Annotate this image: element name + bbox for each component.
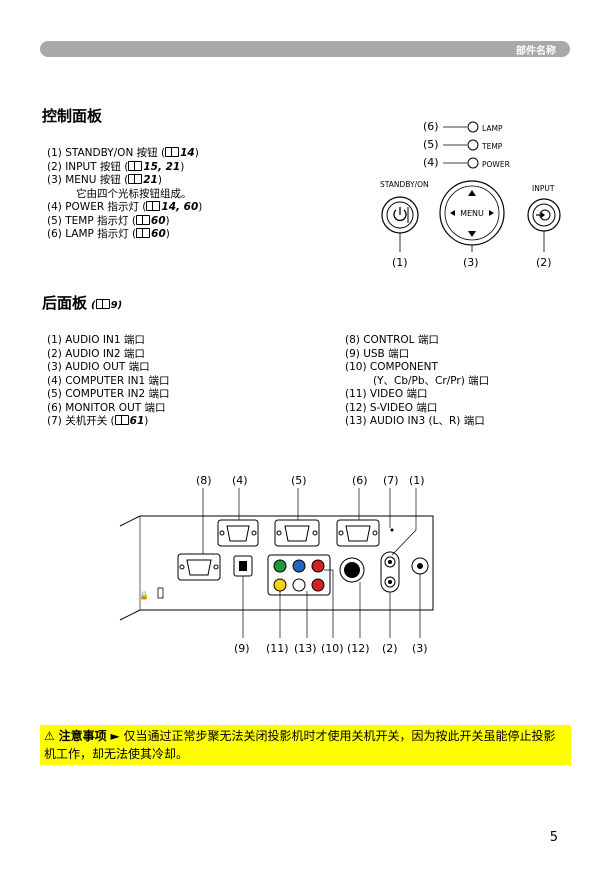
label-4: (4): [232, 474, 248, 487]
lamp-label: LAMP: [482, 124, 503, 133]
book-icon: [114, 415, 129, 425]
list-item: (1) STANDBY/ON 按钮 (14): [47, 147, 199, 159]
list-item: (7) 关机开关 (61): [47, 415, 149, 427]
menu-label: MENU: [460, 209, 484, 218]
section-name: 部件名称: [516, 46, 556, 57]
label-4: (4): [423, 156, 439, 169]
label-8: (8): [196, 474, 212, 487]
label-13: (13): [294, 642, 317, 655]
list-item: (4) POWER 指示灯 (14, 60): [47, 201, 203, 213]
page-number: 5: [549, 830, 558, 845]
list-item: (8) CONTROL 端口: [345, 334, 439, 346]
input-caption: INPUT: [532, 184, 555, 193]
label-3: (3): [412, 642, 428, 655]
list-item: (6) LAMP 指示灯 (60): [47, 228, 170, 240]
standby-caption: STANDBY/ON: [380, 180, 429, 189]
label-12: (12): [347, 642, 370, 655]
control-panel-list: (1) STANDBY/ON 按钮 (14) (2) INPUT 按钮 (15,…: [47, 147, 202, 242]
warning-triangle-icon: ⚠: [44, 729, 55, 743]
list-item: (9) USB 端口: [345, 347, 410, 360]
label-6: (6): [423, 120, 439, 133]
list-item: (1) AUDIO IN1 端口: [47, 334, 145, 346]
label-1: (1): [409, 474, 425, 487]
label-6: (6): [352, 474, 368, 487]
lock-icon: 🔒: [139, 591, 149, 600]
power-indicator-icon: [467, 157, 479, 169]
list-item: (2) INPUT 按钮 (15, 21): [47, 160, 185, 173]
control-panel-title: 控制面板: [42, 107, 103, 125]
caution-label: 注意事项: [58, 729, 107, 743]
list-item: (13) AUDIO IN3 (L、R) 端口: [345, 415, 485, 427]
label-2: (2): [536, 256, 552, 269]
label-5: (5): [423, 138, 439, 151]
lamp-indicator-icon: [467, 121, 479, 133]
label-5: (5): [291, 474, 307, 487]
caution-box: ⚠ 注意事项 ► 仅当通过正常步聚无法关闭投影机时才使用关机开关，因为按此开关虽…: [40, 725, 571, 765]
label-9: (9): [234, 642, 250, 655]
power-label: POWER: [482, 160, 510, 169]
list-item: (3) AUDIO OUT 端口: [47, 361, 150, 373]
cursor-up-icon: [468, 190, 476, 196]
book-icon: [128, 160, 143, 171]
input-icon: [536, 209, 551, 221]
cursor-down-icon: [468, 231, 476, 237]
book-icon: [165, 147, 180, 157]
list-item: (6) MONITOR OUT 端口: [47, 401, 166, 414]
list-item: (Y、Cb/Pb、Cr/Pr) 端口: [373, 374, 490, 387]
cursor-right-icon: [489, 210, 494, 216]
book-icon: [95, 299, 110, 309]
list-item: (5) TEMP 指示灯 (60): [47, 214, 170, 227]
book-icon: [128, 174, 143, 184]
label-2: (2): [382, 642, 398, 655]
label-3: (3): [463, 256, 479, 269]
list-item: (4) COMPUTER IN1 端口: [47, 374, 170, 387]
list-item: (2) AUDIO IN2 端口: [47, 347, 145, 360]
list-item: (3) MENU 按钮 (21): [47, 174, 162, 186]
list-item: (10) COMPONENT: [345, 361, 438, 373]
list-item: (12) S-VIDEO 端口: [345, 401, 438, 414]
temp-label: TEMP: [481, 142, 503, 151]
arrow-icon: ►: [110, 729, 120, 743]
book-icon: [135, 214, 150, 225]
label-10: (10): [321, 642, 344, 655]
section-header-bar: 部件名称: [40, 41, 570, 57]
rear-panel-list-right: (8) CONTROL 端口 (9) USB 端口 (10) COMPONENT…: [345, 334, 489, 429]
rear-panel-title: 后面板(9): [42, 294, 123, 312]
label-1: (1): [392, 256, 408, 269]
label-11: (11): [266, 642, 289, 655]
book-icon: [136, 228, 151, 238]
cursor-left-icon: [450, 210, 455, 216]
power-icon: [393, 207, 409, 223]
book-icon: [146, 201, 161, 211]
label-7: (7): [383, 474, 399, 487]
list-item: 它由四个光标按钮组成。: [76, 187, 192, 200]
list-item: (5) COMPUTER IN2 端口: [47, 388, 170, 400]
list-item: (11) VIDEO 端口: [345, 388, 428, 400]
temp-indicator-icon: [467, 139, 479, 151]
caution-text: 仅当通过正常步聚无法关闭投影机时才使用关机开关，因为按此开关虽能停止投影机工作，…: [44, 729, 556, 761]
rear-panel-list-left: (1) AUDIO IN1 端口 (2) AUDIO IN2 端口 (3) AU…: [47, 334, 170, 429]
